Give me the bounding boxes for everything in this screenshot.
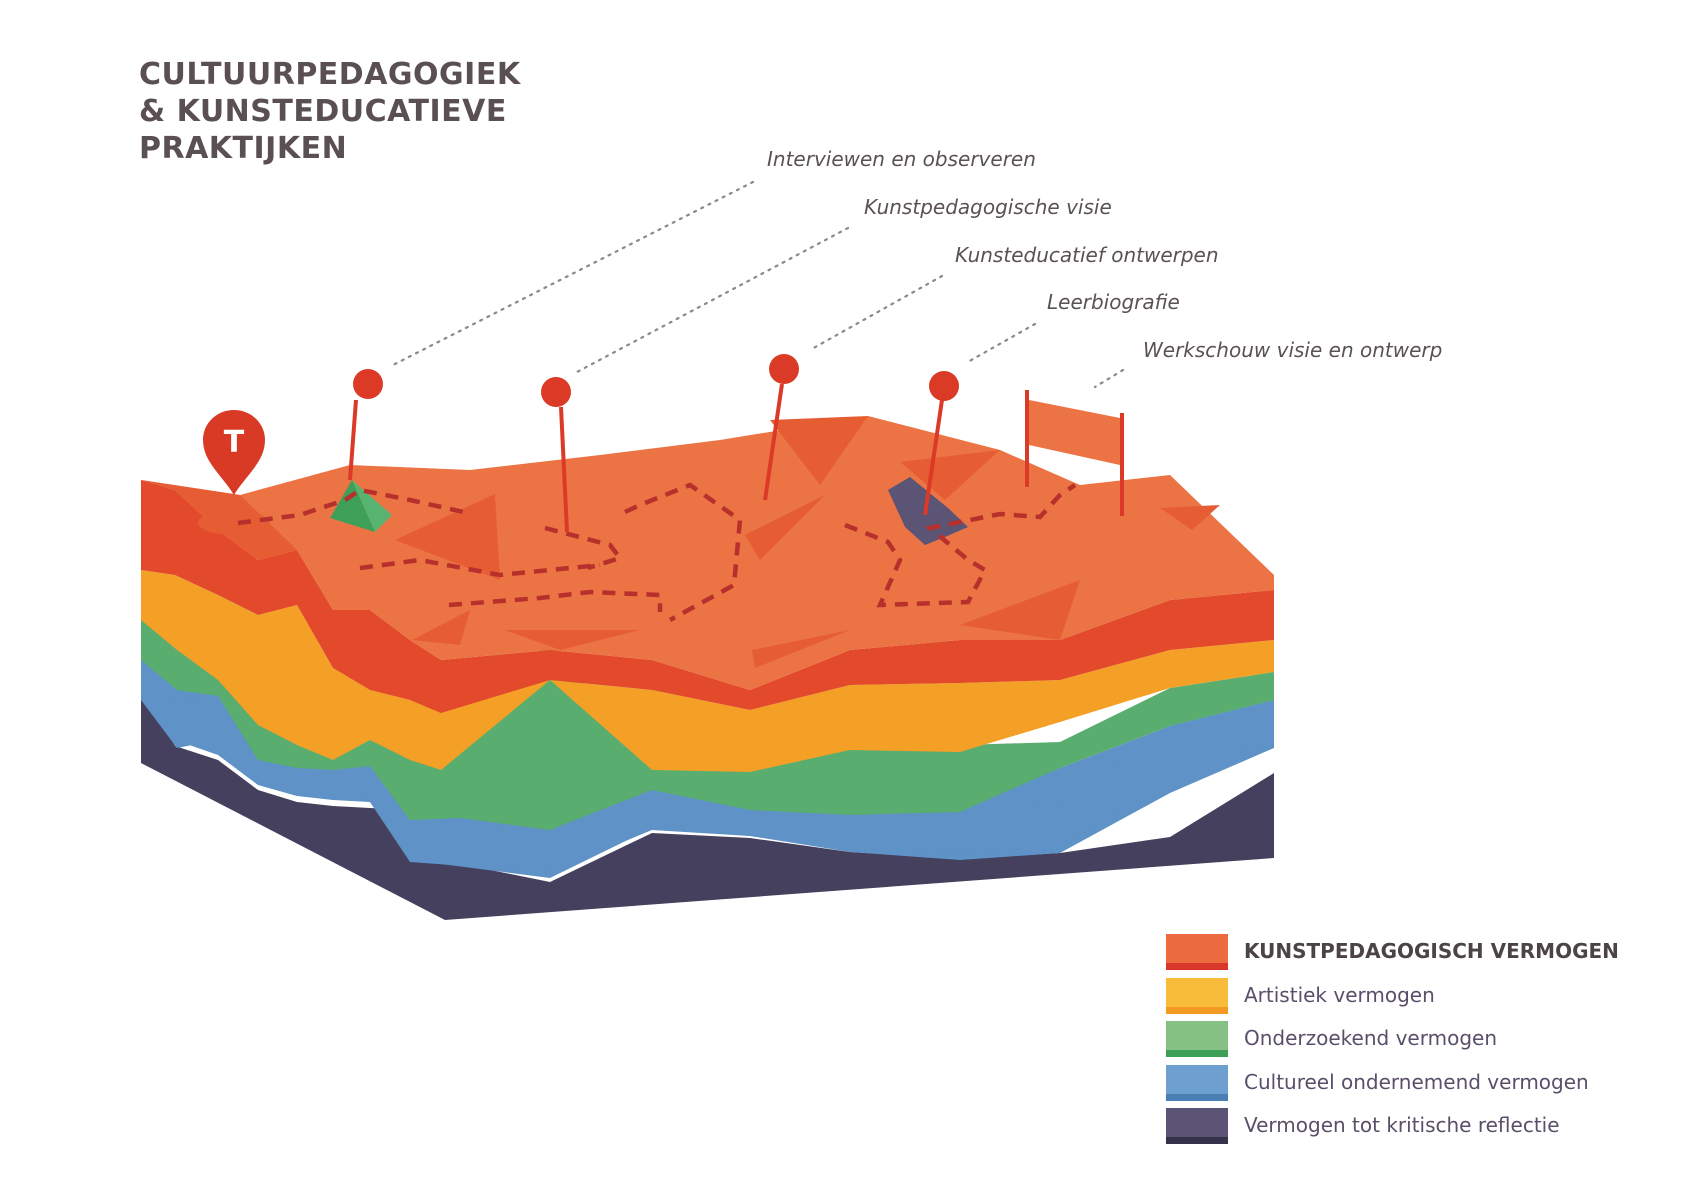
legend-swatch [1166, 1064, 1228, 1101]
legend-label: Artistiek vermogen [1244, 982, 1435, 1007]
pin-interviewen [348, 369, 383, 481]
surface-facet [752, 630, 850, 668]
callout-kunstpedagogische-visie: Kunstpedagogische visie [864, 195, 1112, 219]
legend-swatch [1166, 1108, 1228, 1144]
surface-facet [1160, 505, 1220, 530]
leerbiografie-hexagon [888, 477, 968, 545]
leader-line-visie [575, 226, 850, 374]
legend-label: KUNSTPEDAGOGISCH VERMOGEN [1244, 939, 1619, 963]
start-marker-icon: T [203, 410, 265, 495]
start-location-ellipse [198, 511, 270, 535]
green-pyramid-landmark [330, 480, 375, 532]
legend-swatch [1166, 934, 1228, 970]
learning-path [237, 482, 1077, 622]
surface-facet [412, 610, 470, 645]
title-line-2: & KUNSTEDUCATIEVE [139, 94, 507, 129]
surface-facet [900, 450, 1000, 500]
surface-facet [960, 580, 1080, 640]
callout-werkschouw: Werkschouw visie en ontwerp [1143, 338, 1443, 362]
leader-line-interviewen [391, 180, 755, 367]
leader-line-leerbiografie [964, 322, 1037, 365]
werkschouw-finish-flag [1025, 390, 1124, 516]
title-line-1: CULTUURPEDAGOGIEK [139, 57, 521, 92]
title-line-3: PRAKTIJKEN [139, 131, 348, 166]
legend-label: Onderzoekend vermogen [1244, 1026, 1497, 1050]
terrain-block [141, 416, 1274, 920]
surface-facet [745, 495, 825, 560]
callout-kunsteducatief-ontwerpen: Kunsteducatief ontwerpen [955, 243, 1219, 267]
surface-facet [770, 416, 868, 485]
leader-line-werkschouw [1093, 368, 1125, 389]
pin-kunsteducatief-ontwerpen [763, 354, 799, 501]
callout-leader-lines [391, 180, 1125, 389]
surface-facet [505, 630, 640, 650]
pin-leerbiografie [923, 371, 959, 516]
callout-interviewen: Interviewen en observeren [767, 147, 1036, 171]
diagram-title: CULTUURPEDAGOGIEK & KUNSTEDUCATIEVE PRAK… [139, 56, 521, 167]
layer-blue-fill-2 [141, 655, 1274, 872]
layer-kunstpedagogisch [141, 480, 1274, 713]
leader-line-ontwerpen [808, 274, 944, 352]
legend-swatch [1166, 977, 1228, 1014]
legend-label: Vermogen tot kritische reflectie [1244, 1113, 1560, 1137]
legend-swatch [1166, 1021, 1228, 1057]
green-pyramid-light [352, 480, 392, 532]
callout-leerbiografie: Leerbiografie [1047, 290, 1180, 314]
layer-artistiek [141, 570, 1274, 772]
start-marker-letter: T [224, 425, 245, 460]
surface-facet [395, 494, 500, 580]
legend-label: Cultureel ondernemend vermogen [1244, 1069, 1589, 1094]
pin-kunstpedagogische-visie [541, 377, 571, 533]
layer-onderzoekend [141, 620, 1274, 830]
